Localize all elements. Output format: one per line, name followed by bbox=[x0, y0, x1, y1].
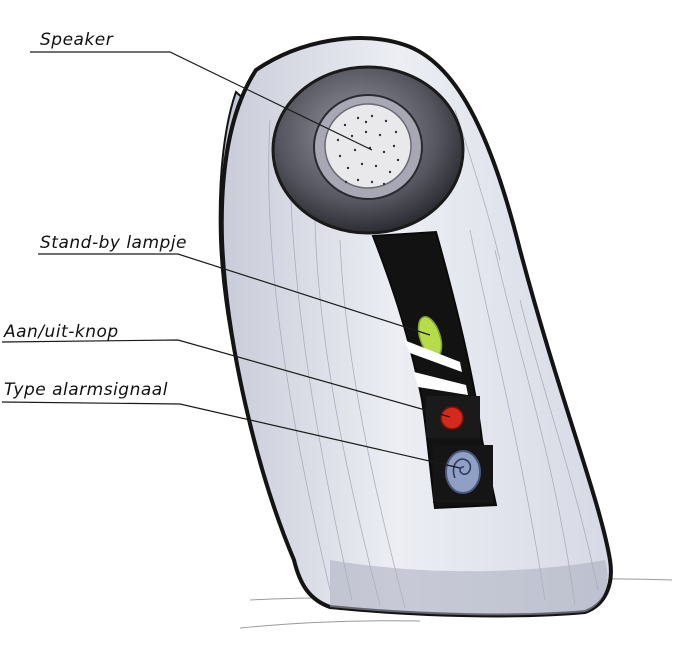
panel-divider-1 bbox=[404, 340, 462, 372]
alarm-type-button[interactable] bbox=[445, 450, 481, 494]
alarm-symbol-icon bbox=[452, 458, 472, 479]
label-speaker: Speaker bbox=[40, 30, 114, 50]
speaker-holes bbox=[336, 114, 400, 186]
power-button[interactable] bbox=[440, 406, 464, 430]
leader-standby bbox=[38, 253, 431, 336]
leader-alarm bbox=[1, 401, 461, 469]
leader-speaker bbox=[30, 51, 373, 151]
speaker-mesh bbox=[324, 103, 412, 189]
label-standby-light: Stand-by lampje bbox=[40, 233, 188, 253]
panel-divider-2 bbox=[414, 372, 468, 395]
body-bottom-shade bbox=[330, 560, 608, 616]
label-alarm-type: Type alarmsignaal bbox=[4, 380, 168, 400]
leader-lines bbox=[1, 51, 461, 469]
control-panel bbox=[371, 230, 498, 510]
leader-power bbox=[1, 339, 451, 418]
label-power-button: Aan/uit-knop bbox=[4, 322, 119, 342]
